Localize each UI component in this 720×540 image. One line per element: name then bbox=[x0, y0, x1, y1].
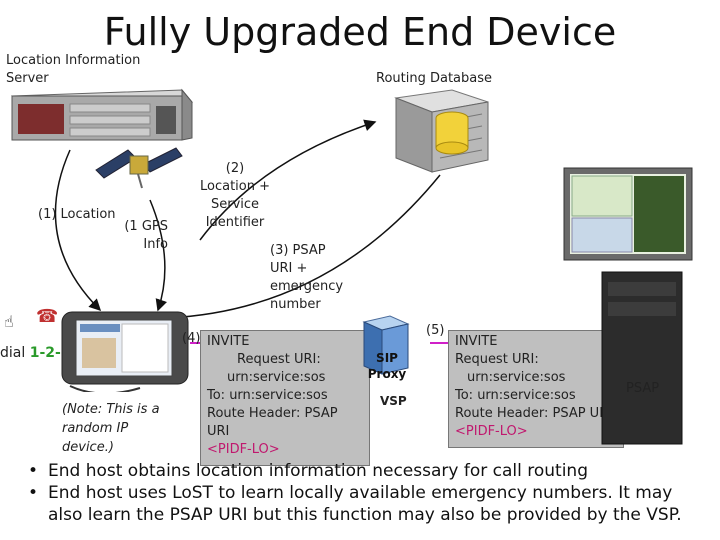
arrow-device-to-routing bbox=[199, 119, 377, 241]
invite5-line: Route Header: PSAP URI bbox=[455, 406, 613, 421]
invite5-line: urn:service:sos bbox=[467, 370, 566, 385]
dial-number: 1-2-2 bbox=[29, 345, 71, 361]
invite4-pidf: <PIDF-LO> bbox=[207, 442, 280, 457]
vsp-label: VSP bbox=[380, 394, 407, 408]
invite4-line: urn:service:sos bbox=[227, 370, 326, 385]
step1-gps-label: (1 GPS Info bbox=[124, 219, 168, 252]
dial-text: dial 1-2-2 bbox=[0, 345, 71, 361]
invite4-box: INVITE Request URI: urn:service:sos To: … bbox=[200, 330, 370, 466]
step3-label: (3) PSAP URI + emergency number bbox=[270, 243, 344, 312]
bullet-item: End host uses LoST to learn locally avai… bbox=[28, 482, 708, 526]
invite5-line: To: urn:service:sos bbox=[455, 388, 576, 403]
lis-server-image bbox=[10, 88, 194, 141]
step1-location-label: (1) Location bbox=[38, 207, 116, 222]
page-title: Fully Upgraded End Device bbox=[103, 10, 617, 54]
device-note: (Note: This is a random IP device.) bbox=[62, 402, 160, 455]
arrow-routing-to-device bbox=[166, 174, 441, 324]
invite4-line: Route Header: PSAP URI bbox=[207, 406, 338, 439]
invite5-box: INVITE Request URI: urn:service:sos To: … bbox=[448, 330, 624, 448]
end-device-image bbox=[61, 311, 189, 392]
invite5-number: (5) bbox=[426, 323, 445, 338]
routing-database-label: Routing Database bbox=[376, 71, 493, 86]
invite4-line: INVITE bbox=[207, 334, 250, 349]
phone-icon: ☎ bbox=[36, 306, 59, 327]
gps-satellite-image bbox=[95, 147, 183, 189]
psap-image bbox=[563, 167, 693, 445]
invite4-line: Request URI: bbox=[237, 352, 321, 367]
psap-label: PSAP bbox=[626, 381, 660, 396]
lis-label: Location Information Server bbox=[6, 53, 141, 86]
arrow-gps-to-device bbox=[149, 199, 168, 312]
sip-proxy-image bbox=[362, 315, 410, 375]
bullet-item: End host obtains location information ne… bbox=[28, 460, 708, 482]
step2-label: (2) Location + Service Identifier bbox=[199, 161, 270, 230]
sip-proxy-label: SIP Proxy bbox=[367, 351, 407, 381]
hand-pointer-icon: ☝ bbox=[4, 312, 14, 331]
bullet-list: End host obtains location information ne… bbox=[28, 460, 708, 526]
invite5-line: Request URI: bbox=[455, 352, 539, 367]
invite5-line: INVITE bbox=[455, 334, 498, 349]
routing-database-image bbox=[394, 89, 489, 173]
arrow-lis-to-device bbox=[54, 149, 102, 312]
invite4-number: (4) bbox=[182, 331, 201, 346]
invite4-line: To: urn:service:sos bbox=[207, 388, 328, 403]
invite5-pidf: <PIDF-LO> bbox=[455, 424, 528, 439]
